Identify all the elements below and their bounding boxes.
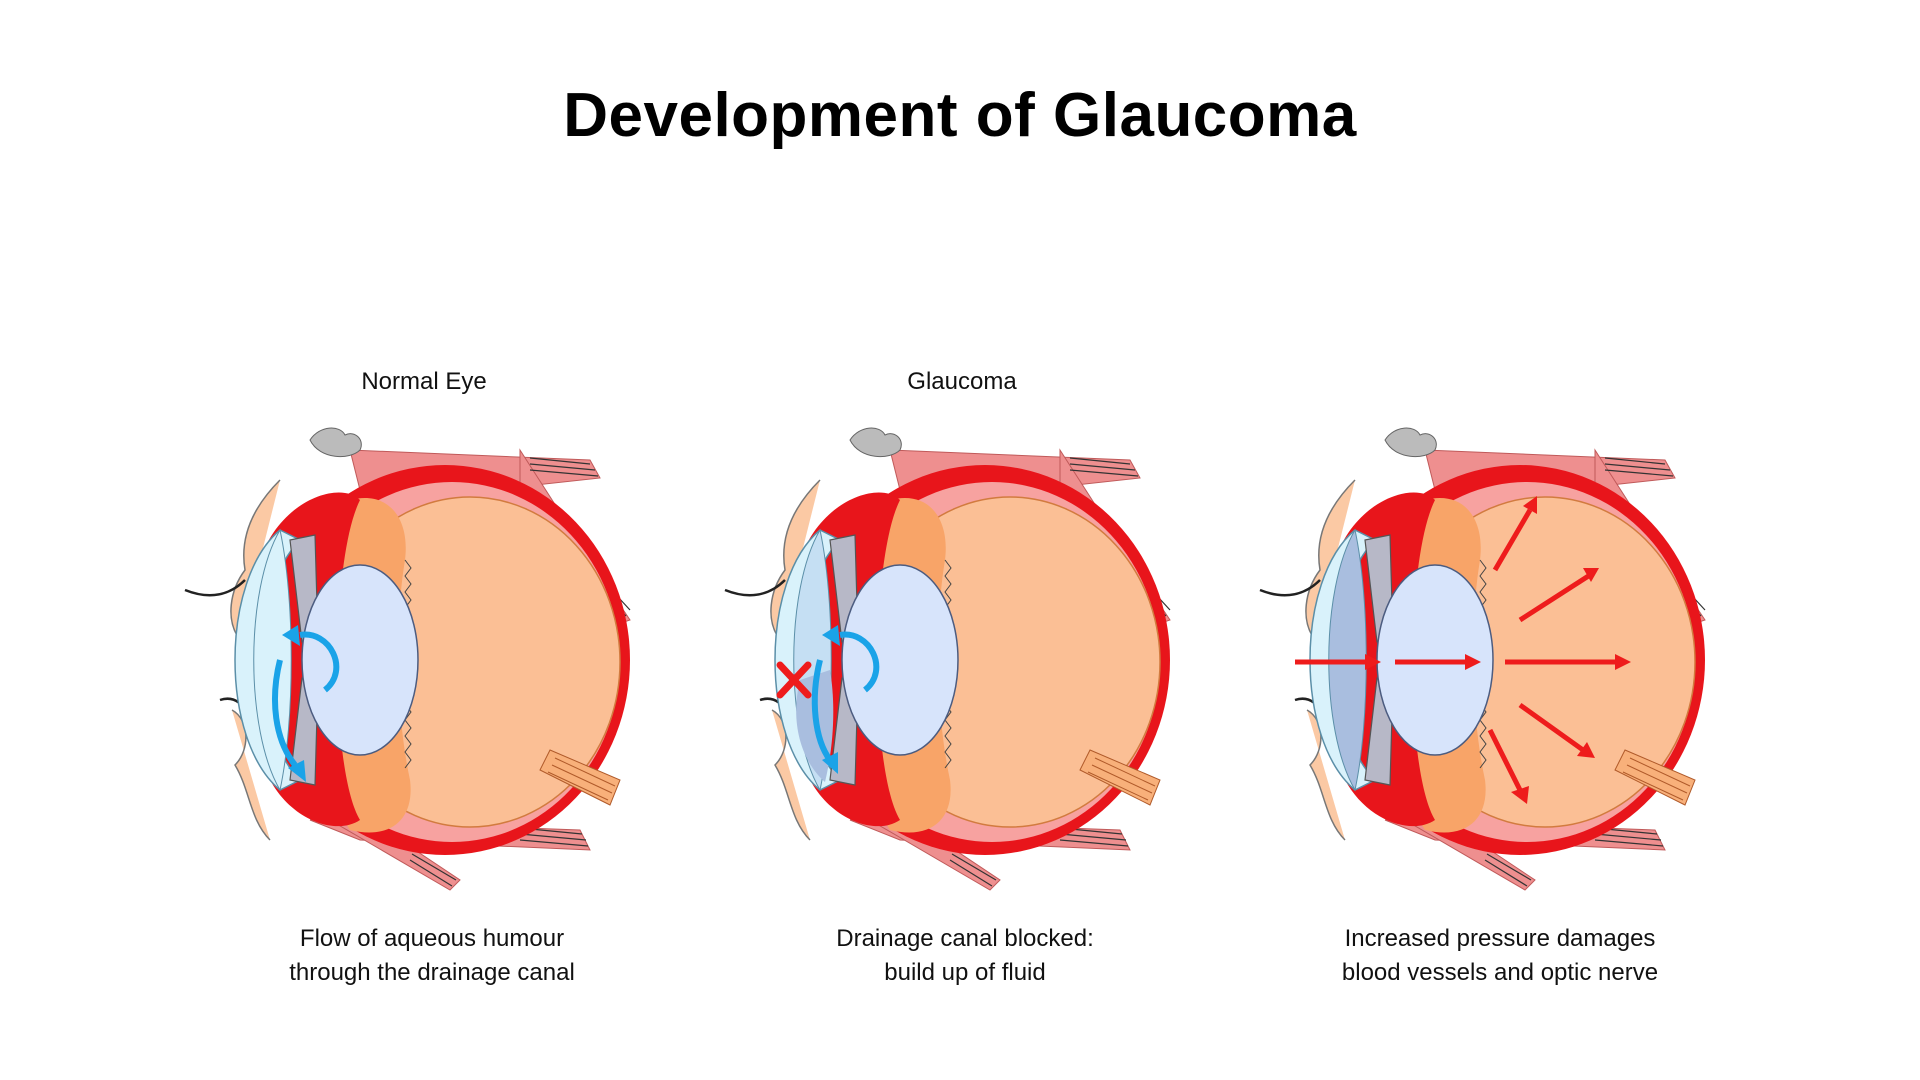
optic-nerve bbox=[1079, 749, 1161, 806]
aqueous-flow-arrows bbox=[811, 625, 880, 774]
lens bbox=[301, 564, 419, 756]
optic-nerve-fibres bbox=[1087, 757, 1156, 801]
anterior-chamber bbox=[253, 528, 292, 792]
flow-arrow-upper bbox=[299, 631, 340, 693]
optic-nerve bbox=[1614, 749, 1696, 806]
page-title: Development of Glaucoma bbox=[563, 81, 1357, 150]
caption-line-1: Drainage canal blocked: bbox=[836, 925, 1094, 952]
flow-arrow-lower bbox=[811, 659, 833, 762]
optic-nerve-fibres bbox=[547, 757, 616, 801]
pressure-arrow-lower-right bbox=[1518, 702, 1595, 758]
caption-line-1: Flow of aqueous humour bbox=[299, 925, 565, 952]
flow-arrow-upper bbox=[839, 631, 880, 693]
caption-glaucoma: Drainage canal blocked: build up of flui… bbox=[745, 922, 1185, 990]
caption-line-1: Increased pressure damages bbox=[1344, 925, 1656, 952]
eye-diagram-normal bbox=[184, 427, 631, 891]
optic-nerve-fibres bbox=[1622, 757, 1691, 801]
optic-nerve bbox=[539, 749, 621, 806]
eye-anatomy bbox=[184, 427, 631, 891]
pressure-arrows bbox=[1295, 496, 1631, 804]
caption-normal-eye: Flow of aqueous humour through the drain… bbox=[212, 922, 652, 990]
panel-heading-glaucoma: Glaucoma bbox=[907, 368, 1017, 395]
upper-eyelash bbox=[184, 579, 246, 597]
blocked-cross-icon bbox=[776, 661, 812, 699]
flow-arrow-lower-head bbox=[822, 752, 838, 774]
pressure-arrow-lower bbox=[1487, 728, 1529, 804]
pressure-arrow-upper bbox=[1492, 496, 1537, 572]
lacrimal-gland bbox=[849, 427, 902, 458]
pressure-arrow-center bbox=[1505, 654, 1631, 670]
eye-diagram-glaucoma bbox=[724, 427, 1171, 891]
eye-anatomy bbox=[724, 427, 1171, 891]
flow-arrow-upper-head bbox=[282, 625, 300, 646]
pressure-arrow-upper-right bbox=[1518, 568, 1599, 623]
upper-eyelash bbox=[1259, 579, 1321, 597]
caption-line-2: through the drainage canal bbox=[289, 959, 575, 986]
lacrimal-gland bbox=[309, 427, 362, 458]
lacrimal-gland bbox=[1384, 427, 1437, 458]
caption-line-2: blood vessels and optic nerve bbox=[1341, 959, 1659, 986]
flow-arrow-upper-head bbox=[822, 625, 840, 646]
caption-line-2: build up of fluid bbox=[884, 959, 1046, 986]
flow-arrow-lower-head bbox=[288, 760, 306, 782]
lens bbox=[841, 564, 959, 756]
caption-pressure: Increased pressure damages blood vessels… bbox=[1280, 922, 1720, 990]
panel-heading-normal-eye: Normal Eye bbox=[361, 368, 487, 395]
upper-eyelash bbox=[724, 579, 786, 597]
pressure-arrow-cornea bbox=[1295, 654, 1381, 670]
pressure-arrow-lens bbox=[1395, 654, 1481, 670]
flow-arrow-lower bbox=[272, 659, 298, 767]
aqueous-flow-arrows bbox=[272, 625, 340, 782]
eye-diagram-pressure bbox=[1259, 427, 1706, 891]
eye-anatomy bbox=[1259, 427, 1706, 891]
